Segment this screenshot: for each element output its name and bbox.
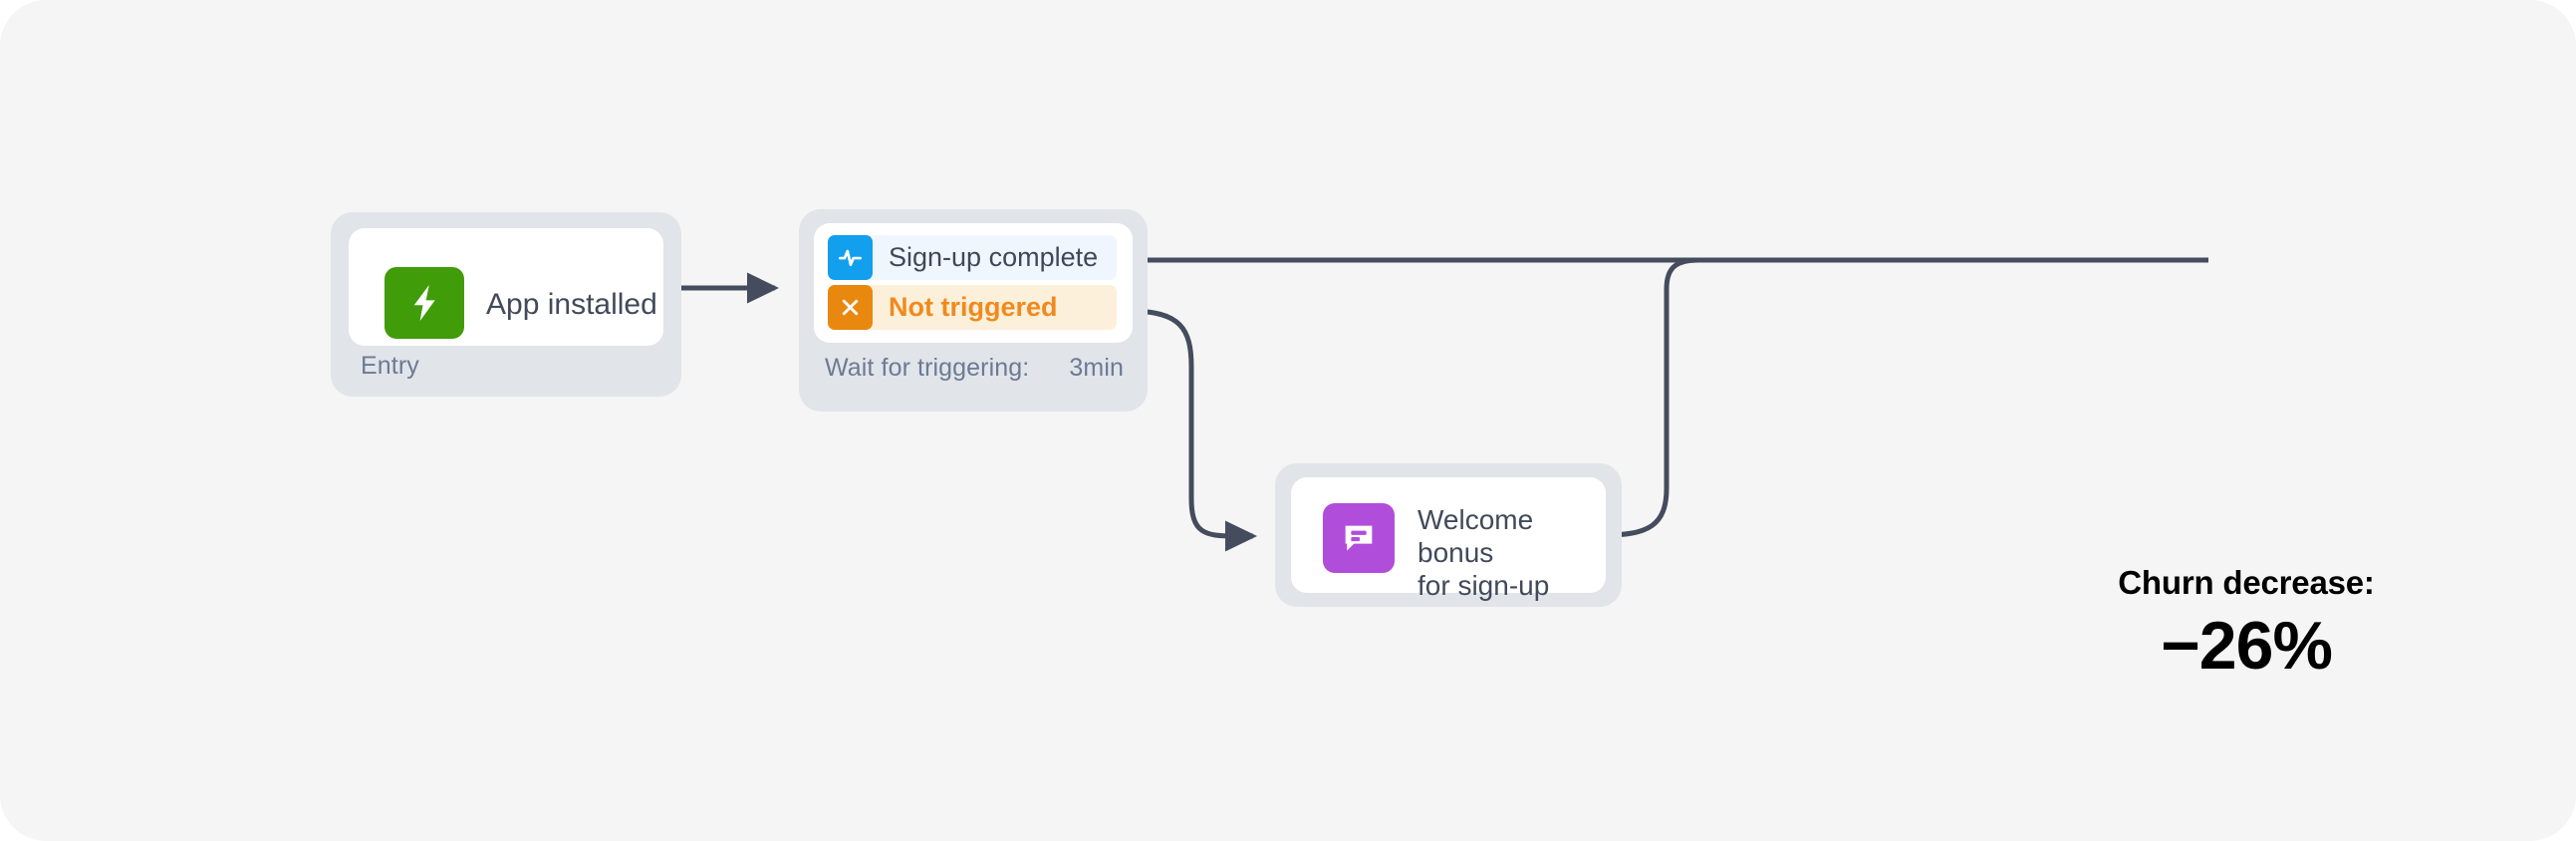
branch-label: Not triggered: [889, 292, 1058, 322]
node-title: Welcome bonus for sign-up: [1417, 504, 1550, 601]
activity-pulse-icon: [828, 235, 873, 280]
node-card[interactable]: Sign-up complete Not triggered: [814, 223, 1133, 343]
node-title: App installed: [486, 288, 657, 321]
node-footer-value: 3min: [1069, 354, 1124, 382]
node-card[interactable]: App installed: [349, 228, 663, 346]
stat-callout: Churn decrease: −26%: [2047, 563, 2446, 685]
stat-label: Churn decrease:: [2118, 564, 2375, 601]
lightning-bolt-icon: [385, 267, 464, 339]
node-welcome-bonus[interactable]: Welcome bonus for sign-up: [1275, 463, 1622, 607]
node-app-installed[interactable]: App installed Entry: [331, 212, 681, 397]
connector-signup-complete-exit: [1119, 249, 2208, 271]
speech-bubble-icon: [1323, 503, 1395, 573]
stat-value: −26%: [2161, 608, 2333, 684]
close-x-icon: [828, 285, 873, 330]
node-footer: Entry: [361, 352, 659, 381]
node-footer-label: Entry: [361, 352, 419, 380]
node-footer-label: Wait for triggering:: [825, 354, 1030, 382]
branch-row-not-triggered[interactable]: Not triggered: [828, 285, 1117, 330]
branch-row-signup-complete[interactable]: Sign-up complete: [828, 235, 1117, 280]
node-footer: Wait for triggering: 3min: [825, 354, 1124, 383]
node-card[interactable]: Welcome bonus for sign-up: [1291, 477, 1606, 601]
branch-label: Sign-up complete: [889, 242, 1099, 272]
node-wait-for-triggering[interactable]: Sign-up complete Not triggered Wait for …: [799, 209, 1148, 412]
